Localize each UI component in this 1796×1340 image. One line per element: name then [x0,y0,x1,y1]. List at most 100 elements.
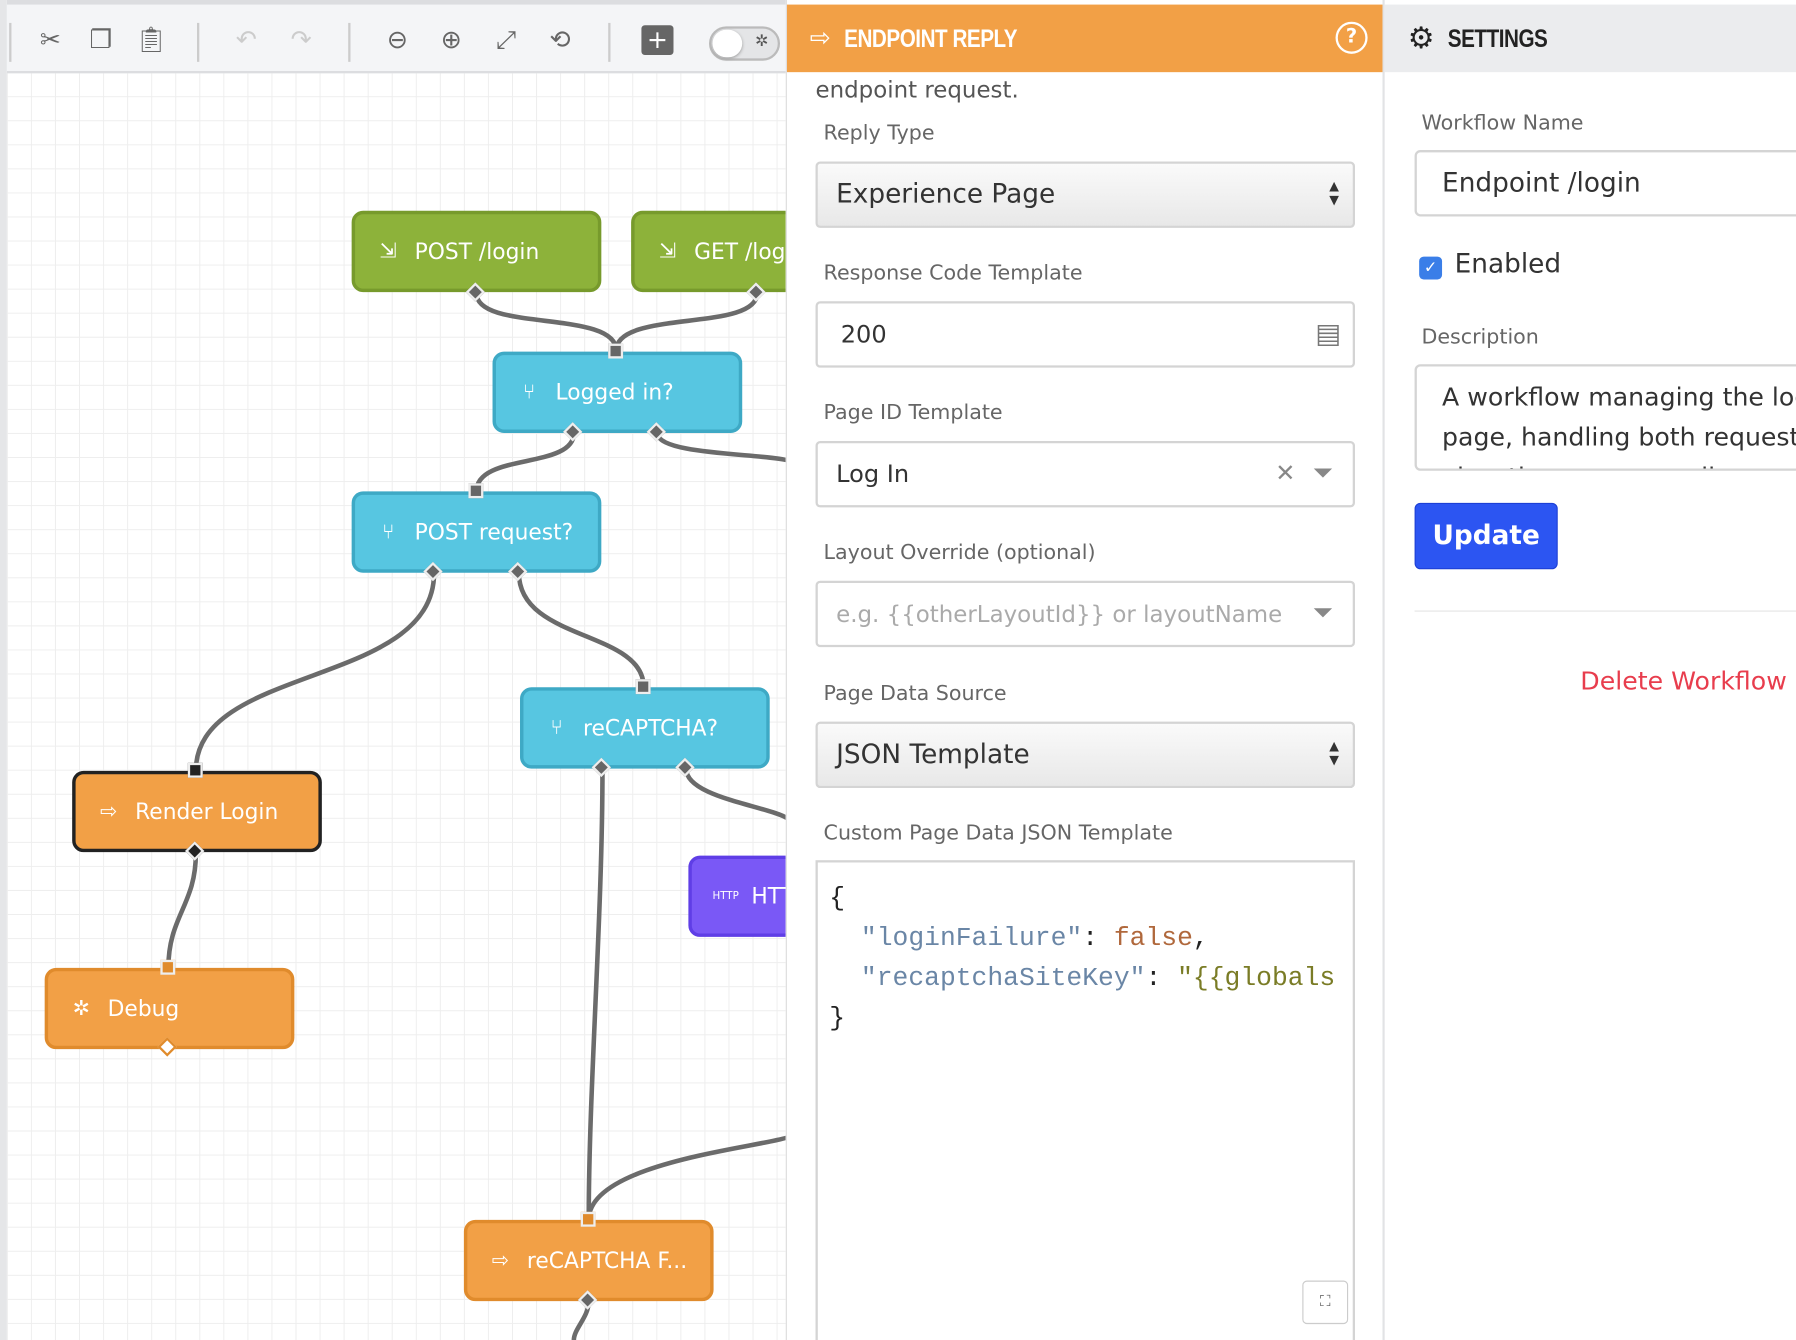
settings-header: ⚙ SETTINGS [1384,4,1796,73]
edge [474,432,577,492]
redo-icon[interactable]: ↷ [290,25,312,55]
json-editor[interactable]: { "loginFailure": false, "recaptchaSiteK… [815,860,1356,1340]
page-id-label: Page ID Template [823,400,1003,425]
add-node-icon[interactable]: + [641,25,674,55]
cut-icon[interactable]: ✂ [39,25,61,55]
edge [474,292,619,351]
node-recaptcha-failure[interactable]: ⇨reCAPTCHA F... [463,1219,714,1302]
node-label: Render Login [135,798,279,825]
endpoint-icon: ⇲ [379,239,397,264]
edge [613,292,760,351]
clear-icon[interactable]: ✕ [1275,459,1296,487]
json-value: false [1113,923,1193,953]
node-label: POST request? [414,519,574,545]
panel-header: ⇨ ENDPOINT REPLY ? [786,4,1383,73]
select-arrows-icon: ▲▼ [1329,178,1339,208]
chevron-down-icon [1313,608,1333,618]
select-arrows-icon: ▲▼ [1329,738,1339,768]
toolbar: ✂ ❐ 📋︎ ↶ ↷ ⊖ ⊕ ⤢ ⟲ + ✲ [6,0,786,74]
input-port[interactable] [635,679,651,695]
reset-zoom-icon[interactable]: ⟲ [549,25,571,55]
bug-icon: ✲ [72,996,90,1021]
debug-toggle[interactable]: ✲ [709,26,781,61]
edges [166,292,786,1340]
description-text: endpoint request. [815,75,1019,104]
divider [1414,610,1796,612]
workflow-name-label: Workflow Name [1421,111,1584,136]
panel-title: ENDPOINT REPLY [844,23,1018,53]
selected-value: Log In [836,460,910,488]
selected-value: Experience Page [836,179,1056,210]
data-source-select[interactable]: JSON Template ▲▼ [815,721,1356,789]
layout-override-select[interactable]: e.g. {{otherLayoutId}} or layoutName [815,580,1356,648]
json-brace: } [829,1003,846,1034]
layout-label: Layout Override (optional) [823,540,1096,565]
endpoint-icon: ⇲ [659,239,677,264]
settings-panel: ⚙ SETTINGS Workflow Name Endpoint /login… [1384,0,1796,1340]
branch-icon: ⑂ [522,380,536,405]
template-card-icon[interactable]: ▤ [1315,317,1342,350]
workflow-name-input[interactable]: Endpoint /login [1414,150,1796,217]
json-label: Custom Page Data JSON Template [823,821,1173,846]
edge [655,432,786,463]
node-recaptcha[interactable]: ⑂ reCAPTCHA? [520,687,770,769]
input-port[interactable] [608,343,624,359]
node-debug[interactable]: ✲ Debug [44,967,295,1050]
paste-icon[interactable]: 📋︎ [135,25,168,55]
expand-icon[interactable]: ⛶ [1302,1280,1349,1325]
update-button[interactable]: Update [1414,502,1558,570]
node-http[interactable]: HTTPHTTP [688,855,786,937]
input-port[interactable] [580,1211,596,1227]
reply-type-select[interactable]: Experience Page ▲▼ [815,161,1356,228]
node-label: reCAPTCHA F... [526,1247,688,1274]
undo-icon[interactable]: ↶ [235,25,257,55]
edge [586,1135,786,1221]
node-render-login[interactable]: ⇨ Render Login [72,770,322,853]
node-get-login[interactable]: ⇲GET /login [631,210,786,293]
help-icon[interactable]: ? [1335,21,1368,54]
json-value: "{{globals [1177,963,1336,994]
node-label: HTTP [751,883,785,909]
data-source-label: Page Data Source [823,681,1007,706]
gear-icon: ⚙ [1407,21,1435,56]
placeholder: e.g. {{otherLayoutId}} or layoutName [836,600,1283,628]
input-port[interactable] [187,762,203,778]
edge [516,572,647,688]
json-key: "recaptchaSiteKey" [860,963,1146,994]
enabled-label: Enabled [1454,249,1562,280]
input-port[interactable] [160,959,176,975]
branch-icon: ⑂ [382,520,395,545]
reply-icon: ⇨ [809,24,831,53]
endpoint-reply-panel: ⇨ ENDPOINT REPLY ? endpoint request. Rep… [785,0,1385,1340]
node-post-request[interactable]: ⑂ POST request? [351,491,602,573]
response-code-input[interactable]: 200 ▤ [815,301,1356,368]
page-id-select[interactable]: Log In ✕ [815,440,1356,508]
edge [586,768,605,1220]
fit-icon[interactable]: ⤢ [496,25,517,55]
input-port[interactable] [468,483,484,499]
description-label: Description [1421,325,1539,350]
input-value: Endpoint /login [1442,168,1641,199]
zoom-in-icon[interactable]: ⊕ [440,25,462,55]
delete-workflow-link[interactable]: Delete Workflow [1580,667,1787,697]
enabled-checkbox[interactable]: ✓ [1419,256,1443,280]
branch-icon: ⑂ [550,715,563,740]
zoom-out-icon[interactable]: ⊖ [386,25,409,55]
copy-icon[interactable]: ❐ [89,25,113,55]
edge [193,572,437,771]
bug-icon: ✲ [755,32,769,51]
json-key: "loginFailure" [860,923,1083,953]
node-label: Debug [107,995,180,1022]
reply-type-label: Reply Type [823,121,935,146]
node-label: reCAPTCHA? [583,715,719,741]
input-value: 200 [840,320,887,349]
edge [683,768,786,821]
workflow-canvas[interactable]: ⇲POST /login ⇲GET /login ⑂Logged in? ⑂ PO… [0,0,786,1340]
node-logged-in[interactable]: ⑂Logged in? [492,351,743,433]
selected-value: JSON Template [836,739,1030,770]
reply-icon: ⇨ [100,799,118,824]
node-post-login[interactable]: ⇲POST /login [351,210,602,293]
description-textarea[interactable]: A workflow managing the login page, hand… [1414,364,1796,471]
textarea-value: A workflow managing the login page, hand… [1442,383,1796,469]
edge [166,853,199,968]
